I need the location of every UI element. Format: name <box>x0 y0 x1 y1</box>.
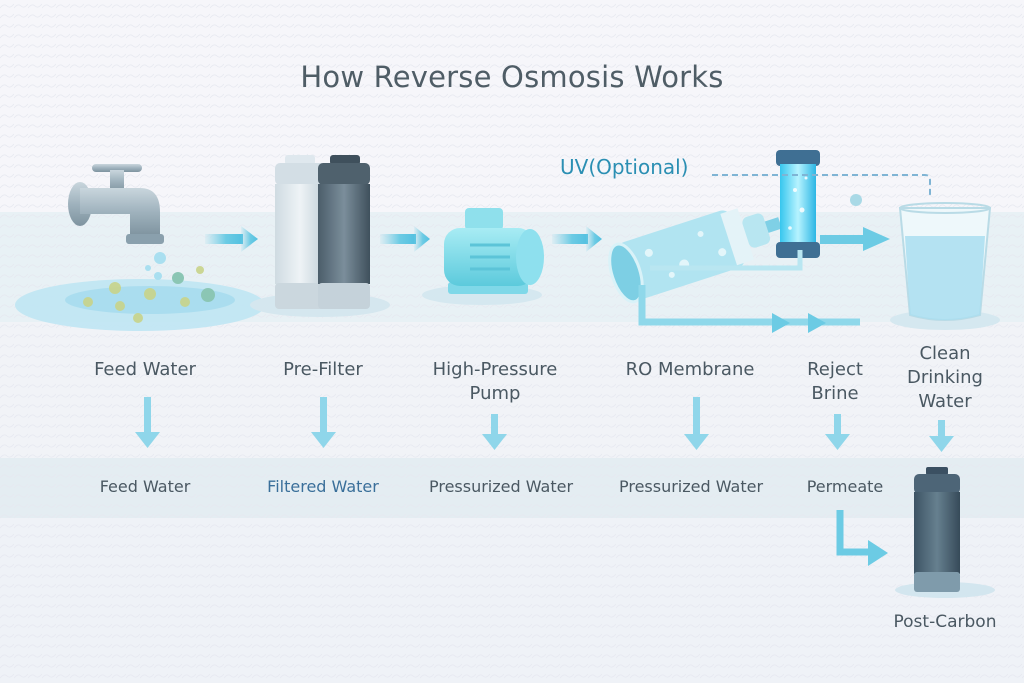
carbon-filter-icon <box>895 467 995 598</box>
stage-label-reject-brine: Reject Brine <box>807 359 863 404</box>
stage-label-feed-water: Feed Water <box>94 359 196 380</box>
output-label-filtered-water: Filtered Water <box>267 477 379 496</box>
diagram-title: How Reverse Osmosis Works <box>300 60 724 94</box>
down-arrow-reject-brine <box>825 414 850 450</box>
faucet-icon <box>15 164 265 331</box>
flow-arrow-pump-to-membrane <box>552 226 602 252</box>
down-arrow-pump <box>482 414 507 450</box>
flow-arrow-permeate-to-post-carbon <box>836 510 888 566</box>
pump-icon <box>422 208 544 305</box>
stage-label-pre-filter: Pre-Filter <box>283 359 363 380</box>
flow-arrow-prefilter-to-pump <box>380 226 430 252</box>
output-label-pressurized-water-membrane: Pressurized Water <box>618 477 764 496</box>
down-arrow-clean-water <box>929 420 954 452</box>
flow-arrow-permeate-to-glass <box>650 227 890 271</box>
stage-label-high-pressure-pump: High-Pressure Pump <box>432 359 558 404</box>
output-label-pressurized-water-pump: Pressurized Water <box>428 477 574 496</box>
down-arrow-pre-filter <box>311 397 336 448</box>
water-glass-icon <box>890 202 1000 330</box>
filter-cartridges-icon <box>250 155 390 317</box>
membrane-icon <box>608 208 782 304</box>
down-arrow-membrane <box>684 397 709 450</box>
output-label-permeate: Permeate <box>806 477 884 496</box>
uv-optional-label: UV(Optional) <box>560 155 689 179</box>
stage-label-ro-membrane: RO Membrane <box>625 359 755 380</box>
down-arrow-feed-water <box>135 397 160 448</box>
flow-arrow-reject-brine <box>638 285 860 333</box>
uv-sterilizer-icon <box>776 150 862 258</box>
stage-label-clean-drinking-water: Clean Drinking Water <box>907 343 983 412</box>
uv-optional-path <box>712 174 931 196</box>
output-label-feed-water: Feed Water <box>99 477 191 496</box>
post-carbon-label: Post-Carbon <box>893 612 997 632</box>
flow-arrow-feed-to-prefilter <box>205 226 258 252</box>
